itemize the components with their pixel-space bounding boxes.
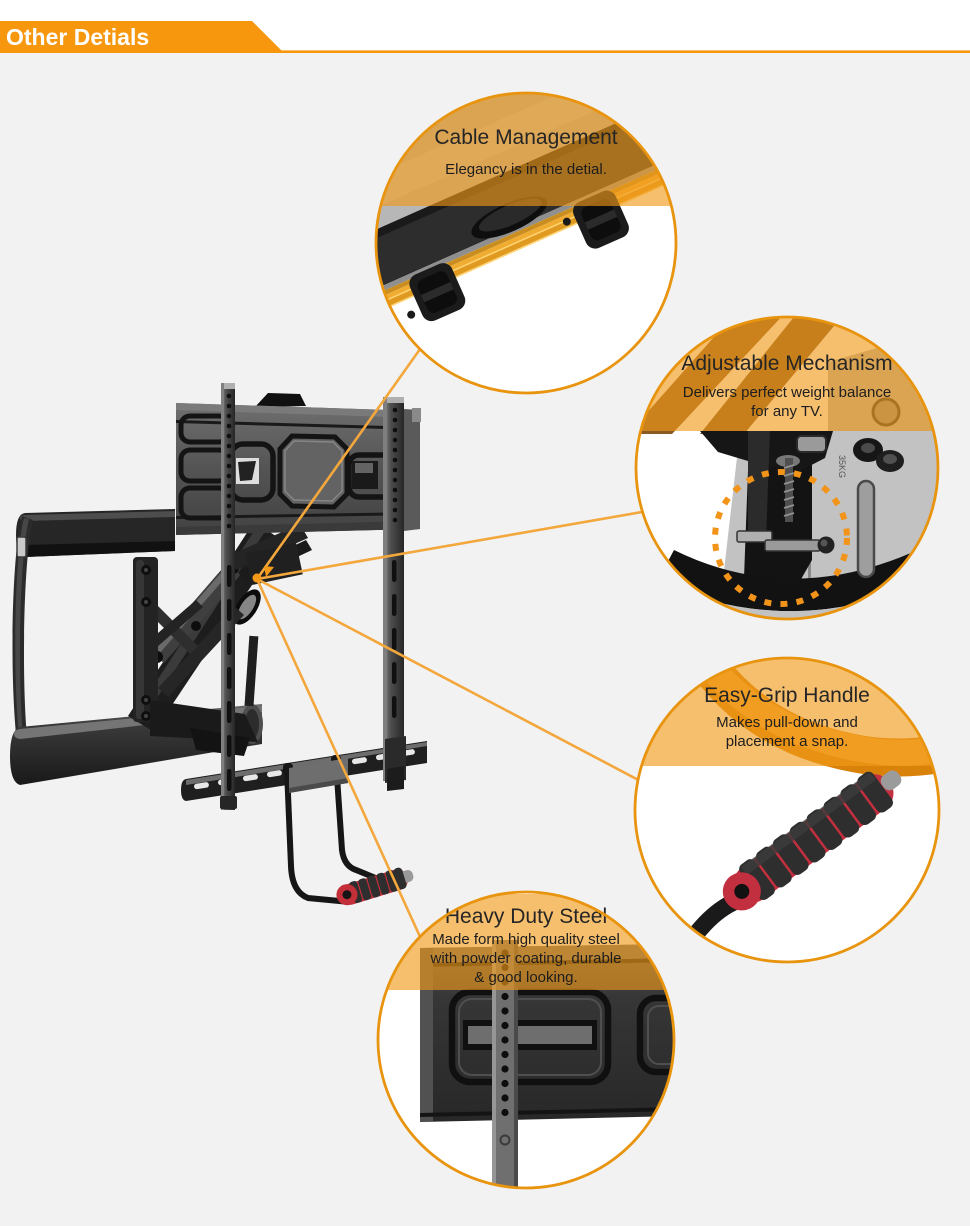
svg-text:& good looking.: & good looking. <box>474 969 577 986</box>
svg-text:Cable Management: Cable Management <box>434 126 617 149</box>
svg-text:with powder coating, durable: with powder coating, durable <box>430 950 622 967</box>
svg-text:for any TV.: for any TV. <box>751 403 823 420</box>
svg-text:Delivers perfect weight balanc: Delivers perfect weight balance <box>683 384 891 401</box>
svg-text:Elegancy is in the detial.: Elegancy is in the detial. <box>445 161 607 178</box>
svg-text:Heavy Duty Steel: Heavy Duty Steel <box>445 905 607 928</box>
svg-text:Makes pull-down and: Makes pull-down and <box>716 714 858 731</box>
svg-text:Easy-Grip Handle: Easy-Grip Handle <box>704 684 870 707</box>
svg-text:Made form high quality steel: Made form high quality steel <box>432 931 620 948</box>
svg-text:Other Detials: Other Detials <box>6 24 149 50</box>
svg-text:placement a snap.: placement a snap. <box>726 733 849 750</box>
svg-text:35KG: 35KG <box>837 455 847 478</box>
svg-text:Adjustable Mechanism: Adjustable Mechanism <box>681 352 892 375</box>
